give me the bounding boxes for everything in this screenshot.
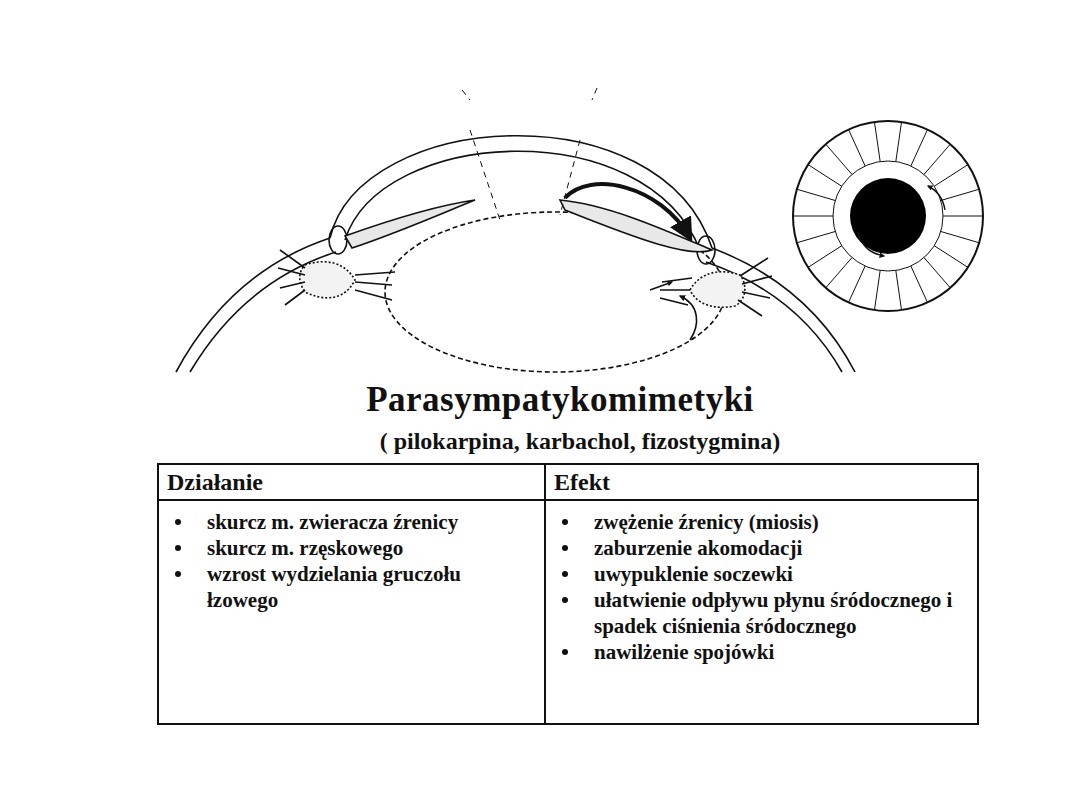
table-row: wzrost wydzielania gruczołu łzowego xyxy=(169,561,536,613)
diagram-title: Parasympatykomimetyki xyxy=(180,380,940,420)
table-row: skurcz m. zwieracza źrenicy xyxy=(169,509,536,535)
table-row: nawilżenie spojówki xyxy=(556,639,969,665)
table-cell-text: zwężenie źrenicy (miosis) xyxy=(594,510,819,534)
eye-section xyxy=(176,136,855,372)
iris-front-view xyxy=(793,121,983,311)
table-cell-text: uwypuklenie soczewki xyxy=(594,562,793,586)
table-cell-text: skurcz m. rzęskowego xyxy=(207,536,403,560)
bullet-dot xyxy=(175,545,181,551)
bullet-dot xyxy=(562,597,568,603)
table-cell-text: nawilżenie spojówki xyxy=(594,640,774,664)
table-body-cell: zwężenie źrenicy (miosis)zaburzenie akom… xyxy=(546,501,977,665)
subtitle-text: ( pilokarpina, karbachol, fizostygmina) xyxy=(380,428,781,454)
table-row: uwypuklenie soczewki xyxy=(556,561,969,587)
subtitle: ( pilokarpina, karbachol, fizostygmina) xyxy=(200,428,960,455)
table-cell-text: ułatwienie odpływu płynu śródocznego i s… xyxy=(594,588,952,638)
table-body-cell: skurcz m. zwieracza źrenicyskurcz m. rzę… xyxy=(159,501,544,613)
table-row: zaburzenie akomodacji xyxy=(556,535,969,561)
table-row: ułatwienie odpływu płynu śródocznego i s… xyxy=(556,587,969,639)
bullet-dot xyxy=(175,571,181,577)
bullet-dot xyxy=(562,571,568,577)
effects-table: Działanie skurcz m. zwieracza źrenicysku… xyxy=(157,463,979,725)
table-row: zwężenie źrenicy (miosis) xyxy=(556,509,969,535)
table-header-cell: Działanie xyxy=(159,465,544,501)
bullet-dot xyxy=(562,649,568,655)
bullet-dot xyxy=(175,519,181,525)
table-row: skurcz m. rzęskowego xyxy=(169,535,536,561)
table-column: Działanie skurcz m. zwieracza źrenicysku… xyxy=(159,465,546,723)
table-column: Efekt zwężenie źrenicy (miosis)zaburzeni… xyxy=(546,465,977,723)
table-header: Efekt xyxy=(554,469,610,495)
table-cell-text: zaburzenie akomodacji xyxy=(594,536,802,560)
table-header-cell: Efekt xyxy=(546,465,977,501)
table-header: Działanie xyxy=(167,469,263,495)
bullet-dot xyxy=(562,545,568,551)
table-cell-text: skurcz m. zwieracza źrenicy xyxy=(207,510,458,534)
bullet-dot xyxy=(562,519,568,525)
table-cell-text: wzrost wydzielania gruczołu łzowego xyxy=(207,562,461,612)
